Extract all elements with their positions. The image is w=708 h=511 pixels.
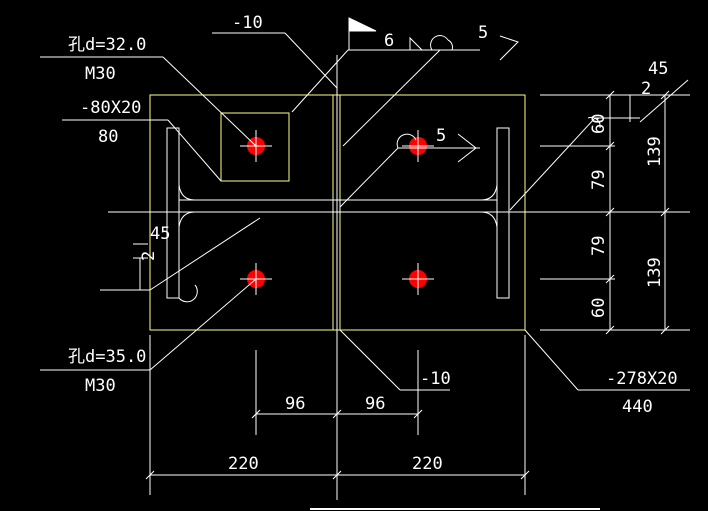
hole-b-bolt: M30 [85, 376, 116, 396]
weld-2-right: 2 [641, 79, 651, 99]
dim-139-bottom: 139 [645, 257, 665, 288]
stiffener-top-label: -10 [232, 13, 263, 33]
dim-220-left: 220 [228, 454, 259, 474]
weld-symbols [133, 17, 631, 303]
weld-size-5-mid: 5 [436, 126, 446, 146]
plate-spec: -278X20 [606, 369, 678, 389]
weld-2-left: 2 [139, 251, 159, 261]
weld-45-left: 45 [150, 224, 170, 244]
washer-size: 80 [98, 127, 118, 147]
bolt-hole-bottom-right [402, 263, 434, 295]
hole-a-spec: 孔d=32.0 [68, 35, 146, 55]
annotation-text: 孔d=32.0 M30 -80X20 80 -10 6 5 5 45 2 45 … [68, 13, 678, 474]
dim-139-top: 139 [645, 136, 665, 167]
dim-60-bottom: 60 [589, 298, 609, 318]
plate-size: 440 [622, 397, 653, 417]
hole-b-spec: 孔d=35.0 [68, 347, 146, 367]
bolt-hole-top-right [402, 130, 434, 162]
dim-60-top: 60 [589, 114, 609, 134]
weld-size-5-top: 5 [478, 23, 488, 43]
dim-96-right: 96 [365, 394, 385, 414]
stiffener-bottom-label: -10 [420, 369, 451, 389]
washer-spec: -80X20 [80, 98, 141, 118]
dim-220-right: 220 [412, 454, 443, 474]
dim-79-bottom: 79 [589, 236, 609, 256]
leader-lines [40, 32, 690, 391]
weld-size-6: 6 [384, 31, 394, 51]
weld-45-right: 45 [648, 59, 668, 79]
washer-plate [220, 112, 290, 182]
dim-79-top: 79 [589, 170, 609, 190]
hole-a-bolt: M30 [85, 64, 116, 84]
dim-96-left: 96 [285, 394, 305, 414]
dimension-lines [145, 90, 690, 495]
